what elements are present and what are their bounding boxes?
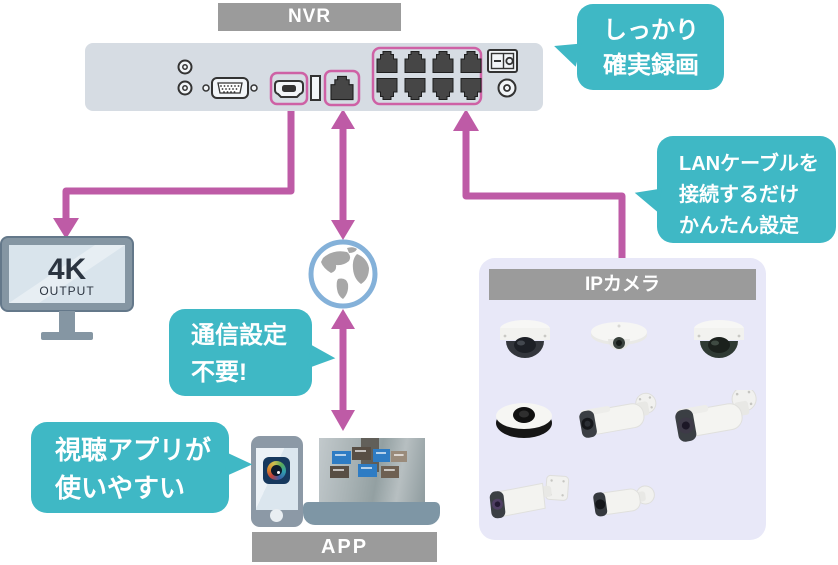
bullet-camera-icon [489, 474, 570, 519]
monitor-4k: 4K OUTPUT [0, 236, 134, 340]
speech-bubble-viewer-app: 視聴アプリが 使いやすい [31, 422, 254, 513]
ip-camera-panel: IPカメラ [479, 258, 766, 540]
audio-jack-icon [177, 59, 193, 96]
fisheye-camera-icon [496, 403, 552, 438]
bubble-tail [224, 452, 254, 480]
ip-camera-header: IPカメラ [489, 269, 756, 300]
overlay-card [330, 466, 349, 478]
bubble-text: 使いやすい [55, 473, 186, 503]
overlay-card [352, 447, 371, 460]
laptop [303, 436, 440, 526]
nvr-internet-arrow [331, 109, 355, 240]
bubble-text: 接続するだけ [679, 184, 799, 206]
bullet-camera-icon [675, 390, 757, 442]
bullet-camera-icon [579, 392, 657, 438]
home-button-icon [270, 509, 283, 522]
laptop-base [303, 502, 440, 525]
hdmi-port-icon [274, 80, 304, 98]
speech-bubble-lan-setup: LANケーブルを 接続するだけ かんたん設定 [632, 136, 836, 243]
cameras-to-nvr-arrow [453, 109, 626, 259]
bullet-camera-icon [593, 485, 655, 517]
bubble-text: 不要! [191, 359, 247, 386]
nvr-device [85, 43, 543, 111]
vga-port-icon [202, 77, 258, 99]
viewer-app-icon [263, 457, 290, 484]
bubble-text: 視聴アプリが [55, 435, 212, 465]
bubble-text: LANケーブルを [679, 153, 819, 175]
laptop-screen-surveillance-view [319, 438, 425, 504]
dome-camera-icon [694, 320, 744, 358]
hdmi-to-monitor-arrow [53, 106, 295, 239]
bubble-text: 通信設定 [191, 322, 287, 349]
lens-core [271, 465, 282, 476]
bubble-tail [307, 344, 337, 374]
usb-port-icon [310, 75, 321, 101]
dc-jack-icon [497, 78, 517, 98]
overlay-card [332, 451, 351, 464]
overlay-card [373, 449, 390, 462]
lens-highlight [277, 471, 280, 474]
speech-bubble-no-config: 通信設定 不要! [169, 309, 337, 396]
app-label-bar: APP [252, 532, 437, 562]
power-switch-icon [487, 49, 518, 73]
poe-ports-highlight [371, 46, 483, 106]
bubble-text: 確実録画 [603, 52, 699, 79]
overlay-card [391, 451, 407, 462]
bubble-text: しっかり [603, 17, 699, 44]
hdmi-port-highlight [269, 71, 309, 106]
dome-mini-camera-icon [591, 322, 647, 350]
dome-camera-icon [500, 320, 550, 358]
camera-lens-icon [267, 461, 286, 480]
internet-globe-icon [308, 239, 378, 309]
overlay-card [381, 466, 399, 478]
internet-app-arrow [331, 309, 355, 431]
nvr-label-bar: NVR [218, 3, 401, 31]
monitor-caption-text: OUTPUT [39, 284, 94, 298]
speech-bubble-recording: しっかり 確実録画 [550, 4, 724, 90]
smartphone [251, 436, 303, 527]
bubble-tail [632, 183, 662, 213]
bubble-text: かんたん設定 [679, 215, 799, 237]
monitor-resolution-text: 4K [48, 253, 87, 286]
smartphone-screen [256, 448, 298, 510]
lan-port-highlight [323, 69, 361, 107]
overlay-card [358, 464, 377, 477]
